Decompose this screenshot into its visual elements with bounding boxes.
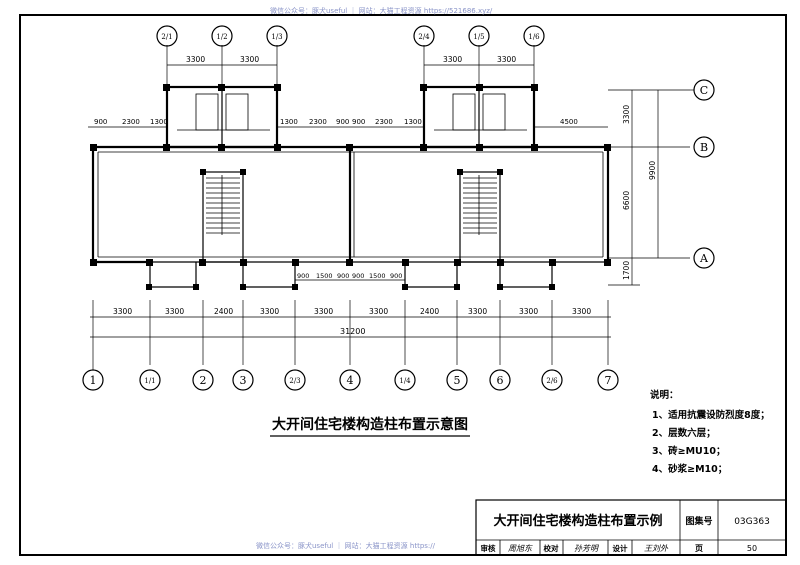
title-block: 大开间住宅楼构造柱布置示例 图集号 03G363 审核 周旭东 校对 孙芳明 设… (475, 499, 787, 556)
watermark-top: 微信公众号：豚犬useful ｜ 网站：大猫工程资源 https://52168… (270, 6, 493, 15)
axis-top-1-2: 1/2 (216, 33, 227, 41)
axis-7: 7 (605, 374, 612, 387)
dimensions: 3300 3300 3300 3300 900 2300 1300 1300 2… (88, 45, 690, 365)
dim-bottom-9: 3300 (519, 307, 538, 316)
dim-right-3300: 3300 (622, 105, 631, 124)
dim-bottom-8: 3300 (468, 307, 487, 316)
dim-top-2300c: 2300 (375, 118, 393, 126)
atlas-label: 图集号 (685, 515, 712, 527)
balcony-3 (404, 262, 458, 288)
axis-3: 3 (240, 374, 247, 387)
balcony-1 (149, 262, 197, 288)
watermark-bottom: 微信公众号：豚犬useful ｜ 网站：大猫工程资源 https:// (256, 541, 436, 550)
stair-right (459, 171, 501, 263)
dim-mid-5: 1500 (369, 272, 386, 280)
dim-top-stair-4: 3300 (497, 55, 516, 64)
axis-bubbles-right: C B A (690, 79, 715, 269)
axis-top-1-6: 1/6 (528, 33, 540, 41)
axis-2: 2 (200, 374, 207, 387)
balcony-2 (242, 262, 296, 288)
notes: 说明： 1、适用抗震设防烈度8度； 2、层数六层； 3、砖≥MU10； 4、砂浆… (650, 389, 770, 475)
wall-west (91, 147, 150, 264)
dim-bottom-5: 3300 (314, 307, 333, 316)
dim-bottom-1: 3300 (113, 307, 132, 316)
dim-top-1300c: 1300 (404, 118, 422, 126)
dim-bottom-3: 2400 (214, 307, 233, 316)
axis-1-1: 1/1 (144, 377, 155, 385)
axis-b: B (700, 141, 708, 154)
axis-a: A (699, 252, 709, 265)
axis-6: 6 (497, 374, 504, 387)
balcony-4 (499, 262, 553, 288)
page-number: 50 (747, 544, 757, 553)
atlas-number: 03G363 (734, 517, 770, 527)
dim-top-stair-2: 3300 (240, 55, 259, 64)
note-2: 2、层数六层； (652, 427, 716, 439)
floor-plan (90, 84, 611, 290)
axis-top-2-4: 2/4 (418, 33, 430, 41)
dim-total: 31200 (340, 327, 365, 336)
dim-top-4500: 4500 (560, 118, 578, 126)
dim-mid-1: 900 (297, 272, 309, 280)
review-sign: 周旭东 (508, 544, 533, 553)
check-label: 校对 (544, 543, 559, 553)
dim-right-1700: 1700 (622, 261, 631, 280)
dim-top-900b: 900 (336, 118, 349, 126)
dim-bottom-2: 3300 (165, 307, 184, 316)
axis-c: C (700, 84, 708, 97)
drawing-title: 大开间住宅楼构造柱布置示意图 (272, 416, 468, 433)
dim-mid-4: 900 (352, 272, 364, 280)
dim-top-1300b: 1300 (280, 118, 298, 126)
dim-top-stair-3: 3300 (443, 55, 462, 64)
dim-mid-2: 1500 (316, 272, 333, 280)
dim-bottom-4: 3300 (260, 307, 279, 316)
dim-right-9900: 9900 (648, 161, 657, 180)
dim-top-1300a: 1300 (150, 118, 168, 126)
axis-bubbles-bottom: 1 1/1 2 3 2/3 4 1/4 5 6 2/6 7 (82, 365, 619, 391)
dim-bottom-7: 2400 (420, 307, 439, 316)
axis-top-1-5: 1/5 (473, 33, 484, 41)
dim-top-900a: 900 (94, 118, 107, 126)
axis-2-3: 2/3 (289, 377, 300, 385)
constructional-columns (90, 84, 611, 290)
design-label: 设计 (613, 543, 628, 553)
axis-top-2-1: 2/1 (161, 33, 172, 41)
design-sign: 王刘外 (644, 544, 669, 553)
dim-top-stair-1: 3300 (186, 55, 205, 64)
note-3: 3、砖≥MU10； (652, 445, 725, 457)
dim-bottom-10: 3300 (572, 307, 591, 316)
dim-top-2300a: 2300 (122, 118, 140, 126)
dim-top-2300b: 2300 (309, 118, 327, 126)
dim-right-6600: 6600 (622, 191, 631, 210)
axis-4: 4 (347, 374, 354, 387)
note-4: 4、砂浆≥M10； (652, 463, 727, 475)
axis-1: 1 (90, 374, 97, 387)
dim-bottom-6: 3300 (369, 307, 388, 316)
stair-left (202, 171, 244, 263)
note-1: 1、适用抗震设防烈度8度； (652, 409, 770, 421)
dim-mid-3: 900 (337, 272, 349, 280)
dim-mid-6: 900 (390, 272, 402, 280)
axis-1-4: 1/4 (399, 377, 411, 385)
review-label: 审核 (481, 543, 496, 553)
axis-top-1-3: 1/3 (271, 33, 282, 41)
title-block-title: 大开间住宅楼构造柱布置示例 (493, 513, 662, 529)
page-label: 页 (695, 544, 703, 553)
axis-2-6: 2/6 (546, 377, 558, 385)
dim-top-900c: 900 (352, 118, 365, 126)
check-sign: 孙芳明 (574, 544, 600, 553)
sheet-border (19, 14, 787, 556)
axis-5: 5 (454, 374, 461, 387)
axis-bubbles-top: 2/1 1/2 1/3 2/4 1/5 1/6 (156, 25, 545, 47)
notes-heading: 说明： (650, 389, 679, 401)
